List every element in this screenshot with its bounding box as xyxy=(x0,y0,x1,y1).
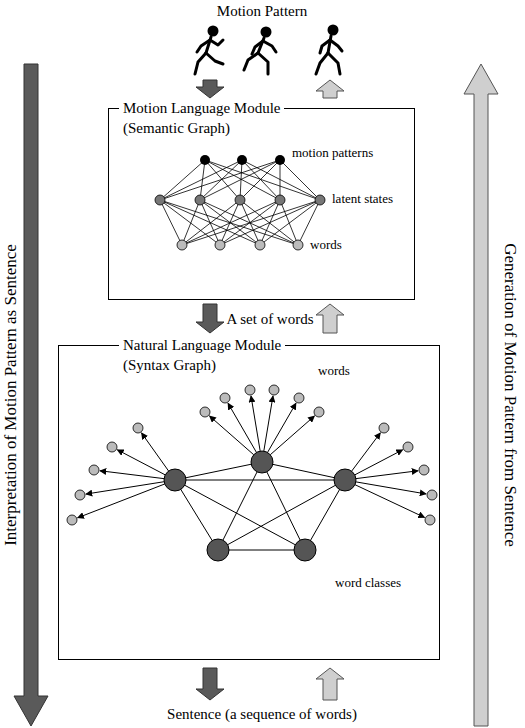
emission-arrow xyxy=(352,433,381,471)
graph-link xyxy=(280,160,320,200)
module-title: Natural Language Module xyxy=(119,336,285,354)
word-node xyxy=(403,442,413,452)
word-class-node xyxy=(294,539,316,561)
emission-arrow xyxy=(355,450,403,475)
emission-arrow xyxy=(100,471,164,479)
graph-link xyxy=(160,160,242,200)
word-node xyxy=(200,407,210,417)
latent-node xyxy=(235,195,245,205)
word-node xyxy=(245,385,255,395)
emission-arrow xyxy=(86,482,164,494)
graph-link xyxy=(200,160,280,200)
class-link xyxy=(175,480,345,481)
word-node xyxy=(293,240,303,250)
direction-label: Interpretation of Motion Pattern as Sent… xyxy=(1,244,21,546)
class-link xyxy=(305,480,345,550)
motion-node xyxy=(275,155,285,165)
motion-node xyxy=(237,155,247,165)
class-link xyxy=(175,462,262,480)
emission-arrow xyxy=(117,450,165,475)
graph-link xyxy=(240,160,280,200)
class-link xyxy=(218,462,262,550)
graph-link xyxy=(160,200,260,245)
generation-arrow xyxy=(464,64,498,726)
latent-node xyxy=(195,195,205,205)
graph-link xyxy=(220,200,240,245)
emission-arrow xyxy=(78,484,165,518)
word-node xyxy=(379,423,389,433)
down-arrow xyxy=(196,668,224,700)
graph-link xyxy=(220,200,320,245)
word-node xyxy=(107,442,117,452)
module-subtitle: (Semantic Graph) xyxy=(123,119,230,137)
emission-arrow xyxy=(251,396,260,451)
motion-node xyxy=(200,155,210,165)
up-arrow xyxy=(316,668,344,700)
figure-title: Motion Pattern xyxy=(217,3,307,20)
class-link xyxy=(218,480,345,550)
layer-label: word classes xyxy=(335,576,401,591)
word-node xyxy=(269,385,279,395)
flow-arrow xyxy=(196,304,224,333)
graph-link xyxy=(160,160,280,200)
emission-arrow xyxy=(228,403,256,452)
direction-label: Generation of Motion Pattern from Senten… xyxy=(500,243,520,547)
flow-label: A set of words xyxy=(226,311,313,328)
graph-link xyxy=(160,200,182,245)
latent-node xyxy=(155,195,165,205)
latent-node xyxy=(315,195,325,205)
class-link xyxy=(175,480,305,550)
graph-link xyxy=(182,200,320,245)
word-class-node xyxy=(334,469,356,491)
emission-arrow xyxy=(264,396,273,451)
graph-link xyxy=(280,200,298,245)
word-node xyxy=(314,407,324,417)
word-node xyxy=(294,393,304,403)
graph-link xyxy=(160,160,205,200)
word-node xyxy=(67,515,77,525)
word-node xyxy=(133,423,143,433)
emission-arrow xyxy=(356,482,426,494)
output-label: Sentence (a sequence of words) xyxy=(167,706,357,723)
flow-arrow xyxy=(316,304,344,333)
word-class-node xyxy=(207,539,229,561)
word-node xyxy=(427,490,437,500)
word-node xyxy=(215,240,225,250)
class-link xyxy=(262,462,345,480)
word-class-node xyxy=(251,451,273,473)
class-link xyxy=(218,550,305,551)
module-box: Natural Language Module(Syntax Graph) xyxy=(58,345,440,660)
word-class-node xyxy=(164,469,186,491)
emission-arrow xyxy=(270,416,314,455)
module-title: Motion Language Module xyxy=(119,99,284,117)
emission-arrow xyxy=(141,433,168,471)
graph-link xyxy=(200,200,298,245)
emission-arrow xyxy=(355,485,425,518)
layer-label: words xyxy=(310,238,342,253)
arrow-body xyxy=(316,304,344,333)
word-node xyxy=(89,465,99,475)
word-node xyxy=(419,465,429,475)
graph-link xyxy=(182,200,280,245)
module-subtitle: (Syntax Graph) xyxy=(123,356,216,374)
word-node xyxy=(255,240,265,250)
word-node xyxy=(425,515,435,525)
word-node xyxy=(220,393,230,403)
latent-node xyxy=(275,195,285,205)
stick-figures xyxy=(195,26,342,74)
down-arrow xyxy=(196,80,224,98)
graph-link xyxy=(280,160,281,200)
layer-label: latent states xyxy=(332,192,393,207)
up-arrow xyxy=(316,80,344,98)
word-node xyxy=(75,490,85,500)
class-link xyxy=(175,480,218,550)
graph-link xyxy=(160,200,298,245)
layer-label: motion patterns xyxy=(292,146,373,161)
arrow-body xyxy=(196,304,224,333)
layer-label: words xyxy=(318,364,350,379)
emission-arrow xyxy=(356,471,418,479)
graph-link xyxy=(242,160,320,200)
word-node xyxy=(177,240,187,250)
